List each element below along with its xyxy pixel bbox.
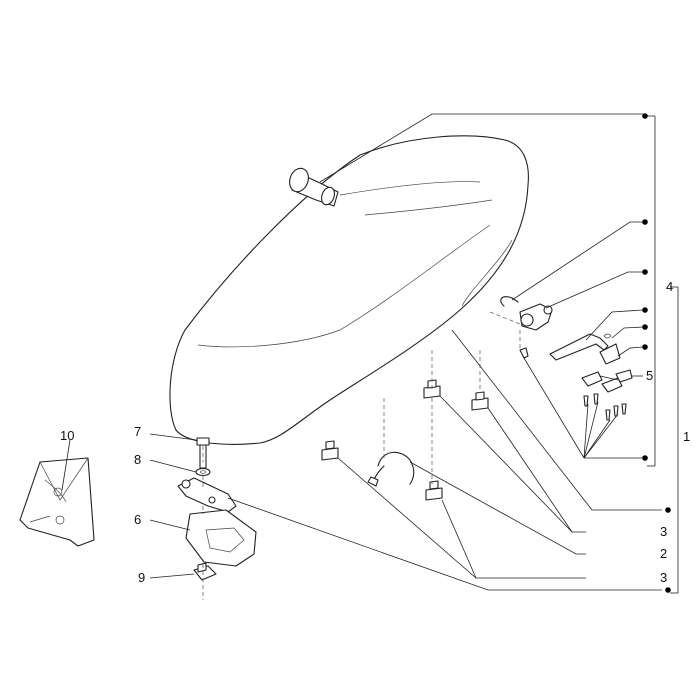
callout-label-9: 9 (138, 570, 145, 585)
bracket-group-1 (670, 286, 679, 594)
small-spring-part[interactable] (603, 333, 612, 339)
washer-part[interactable] (195, 467, 211, 477)
screw-small-part[interactable] (519, 347, 529, 359)
seat-hinge-band-part[interactable] (367, 451, 415, 487)
callout-label-7: 7 (134, 424, 141, 439)
lock-cylinder-part[interactable] (286, 166, 339, 207)
callout-label-1: 1 (683, 429, 690, 444)
rubber-buffer-part[interactable] (321, 440, 339, 461)
clip-nut-part[interactable] (193, 562, 217, 581)
assembly-lines (202, 311, 521, 600)
hinge-bracket-part[interactable] (177, 477, 237, 513)
seat-part[interactable] (169, 135, 529, 445)
lock-rod-part[interactable] (549, 333, 609, 361)
callout-label-2: 2 (660, 546, 667, 561)
rubber-buffer-part[interactable] (425, 480, 443, 501)
under-seat-tray-part[interactable] (185, 509, 257, 567)
callout-label-5: 5 (646, 368, 653, 383)
leader-lines (61, 113, 662, 591)
tool-kit-pouch-part[interactable] (19, 457, 95, 547)
callout-label-10: 10 (60, 428, 74, 443)
catch-plate-part[interactable] (581, 369, 633, 393)
seat-lock-part[interactable] (519, 303, 553, 331)
callout-label-3-lower: 3 (660, 570, 667, 585)
latch-bracket-part[interactable] (599, 343, 621, 365)
callout-label-8: 8 (134, 452, 141, 467)
screws-set-part[interactable] (583, 393, 627, 421)
spring-clip-part[interactable] (500, 296, 519, 307)
callout-label-4: 4 (666, 279, 673, 294)
leader-dots (642, 113, 671, 593)
rubber-buffer-part[interactable] (471, 391, 489, 411)
bracket-group-4 (647, 115, 656, 467)
callout-label-3-upper: 3 (660, 524, 667, 539)
callout-label-6: 6 (134, 512, 141, 527)
